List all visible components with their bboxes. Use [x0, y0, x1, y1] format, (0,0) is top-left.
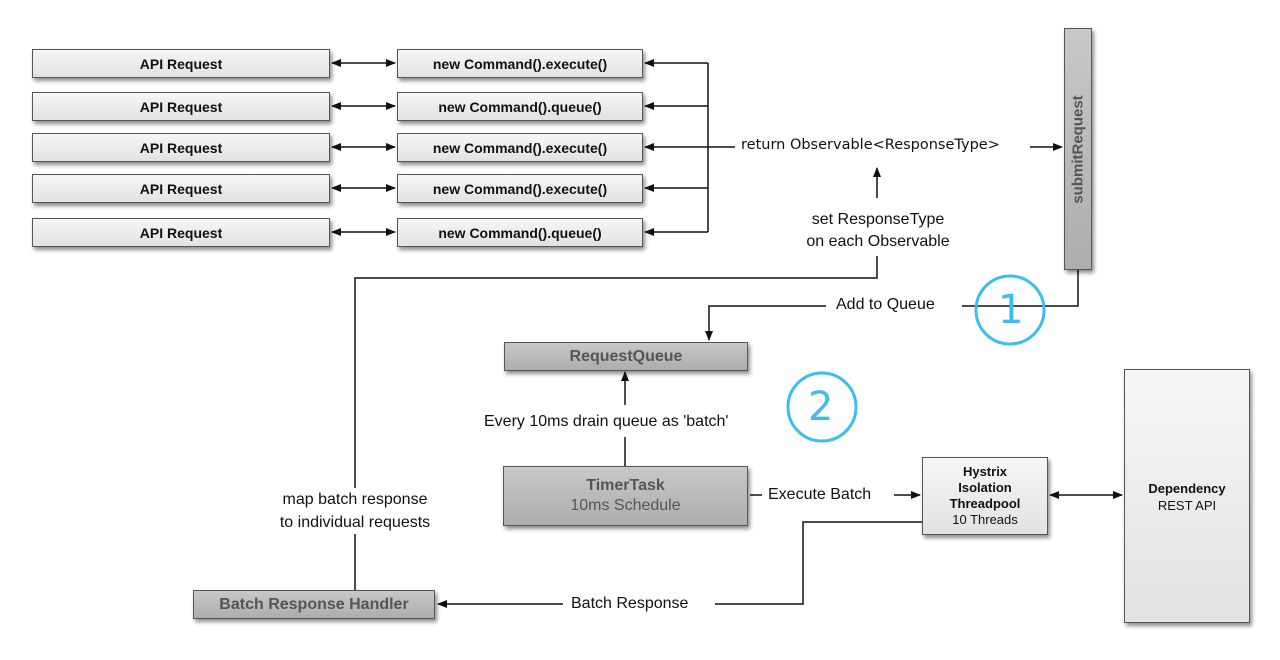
- api-request-box: API Request: [32, 174, 330, 203]
- set-response-type-line-2: on each Observable: [806, 233, 950, 250]
- return-observable-label: return Observable<ResponseType>: [741, 137, 1000, 153]
- batch-response-handler-box: Batch Response Handler: [193, 590, 435, 619]
- command-box: new Command().queue(): [397, 92, 643, 121]
- command-box: new Command().execute(): [397, 133, 643, 162]
- api-request-box: API Request: [32, 92, 330, 121]
- timer-task-schedule: 10ms Schedule: [570, 497, 681, 514]
- api-request-box: API Request: [32, 133, 330, 162]
- submit-request-label: submitRequest: [1069, 94, 1087, 204]
- command-box: new Command().queue(): [397, 218, 643, 247]
- timer-task-title: TimerTask: [586, 477, 665, 494]
- add-to-queue-label: Add to Queue: [836, 296, 935, 313]
- map-batch-line-2: to individual requests: [279, 514, 431, 531]
- step-2-annotation: 2: [808, 384, 834, 430]
- submit-request-box: submitRequest: [1064, 28, 1092, 270]
- drain-queue-label: Every 10ms drain queue as 'batch': [484, 413, 729, 430]
- execute-batch-label: Execute Batch: [768, 486, 872, 503]
- dependency-sub: REST API: [1157, 498, 1217, 513]
- batch-response-label: Batch Response: [571, 595, 689, 612]
- command-box: new Command().execute(): [397, 49, 643, 78]
- command-box: new Command().execute(): [397, 174, 643, 203]
- map-batch-label: map batch response to individual request…: [245, 488, 465, 534]
- map-batch-connector: [354, 256, 878, 590]
- hystrix-threadpool-box: Hystrix Isolation Threadpool 10 Threads: [922, 457, 1048, 535]
- step-2-circle: [786, 371, 858, 443]
- hystrix-line-4: 10 Threads: [952, 512, 1018, 527]
- dependency-box: Dependency REST API: [1124, 369, 1250, 623]
- hystrix-line-2: Isolation: [958, 480, 1012, 495]
- set-response-type-label: set ResponseType on each Observable: [778, 209, 978, 253]
- step-1-circle: [974, 274, 1046, 346]
- api-request-box: API Request: [32, 49, 330, 78]
- api-request-box: API Request: [32, 218, 330, 247]
- hystrix-line-3: Threadpool: [949, 496, 1021, 511]
- step-1-annotation: 1: [998, 287, 1024, 333]
- set-response-type-line-1: set ResponseType: [811, 211, 945, 228]
- request-queue-box: RequestQueue: [504, 342, 748, 371]
- map-batch-line-1: map batch response: [282, 491, 428, 508]
- hystrix-line-1: Hystrix: [962, 464, 1008, 479]
- dependency-title: Dependency: [1148, 481, 1226, 496]
- timer-task-box: TimerTask 10ms Schedule: [503, 466, 748, 526]
